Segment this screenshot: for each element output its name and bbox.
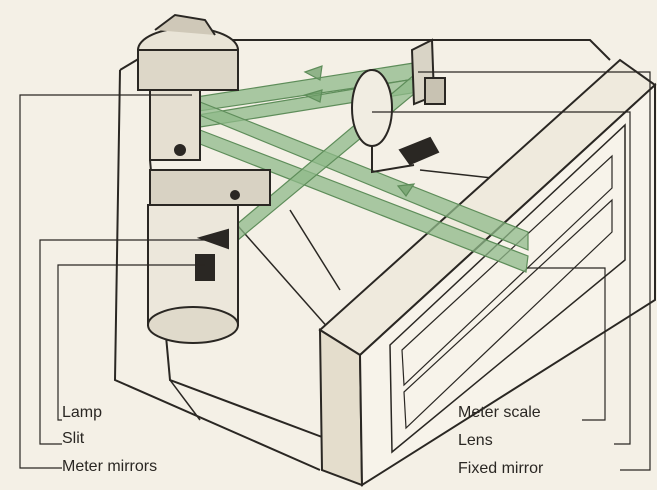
zero-adjust-knob xyxy=(154,13,216,36)
lens xyxy=(351,69,393,147)
meter-scale-leader xyxy=(528,267,606,421)
housing-corner xyxy=(169,379,201,421)
top-coil-body xyxy=(137,49,239,91)
scale-window-frame xyxy=(389,123,626,454)
lamp-label: Lamp xyxy=(62,404,103,421)
lens-assembly xyxy=(351,69,440,174)
meter-mirrors-leader xyxy=(19,94,192,469)
slit-leader xyxy=(39,239,220,445)
slit-bracket xyxy=(149,169,271,206)
lamp-bulb xyxy=(195,254,215,281)
beam-arrow-lower xyxy=(396,183,416,198)
lens-leader xyxy=(372,111,631,445)
fixed-mirror-assembly xyxy=(410,38,446,106)
housing-left-edge xyxy=(113,69,321,471)
scale-slot-upper xyxy=(401,154,613,387)
pivot-screw xyxy=(174,144,186,156)
beam-arrow-middle xyxy=(303,89,323,103)
fixed-mirror-leader xyxy=(418,71,651,471)
lamp-leader xyxy=(57,264,205,421)
scale-slot-lower xyxy=(403,198,613,430)
slit-arrow xyxy=(196,228,229,250)
lens-label: Lens xyxy=(458,432,493,449)
bracket-screw xyxy=(230,190,240,200)
beam-arrow-upper xyxy=(303,65,323,81)
inner-brace-2 xyxy=(289,209,341,291)
scale-panel-side xyxy=(318,328,364,487)
fixed-mirror-mount xyxy=(424,77,446,105)
slit-label: Slit xyxy=(62,430,85,447)
fixed-mirror-label: Fixed mirror xyxy=(458,460,544,477)
lens-stand-foot xyxy=(398,136,440,166)
meter-scale-panel xyxy=(318,58,657,487)
meter-mirrors-label: Meter mirrors xyxy=(62,458,158,475)
lower-coil-base xyxy=(147,306,239,344)
lens-stand xyxy=(371,146,415,174)
leader-lines xyxy=(19,71,651,471)
meter-scale-label: Meter scale xyxy=(458,404,541,421)
